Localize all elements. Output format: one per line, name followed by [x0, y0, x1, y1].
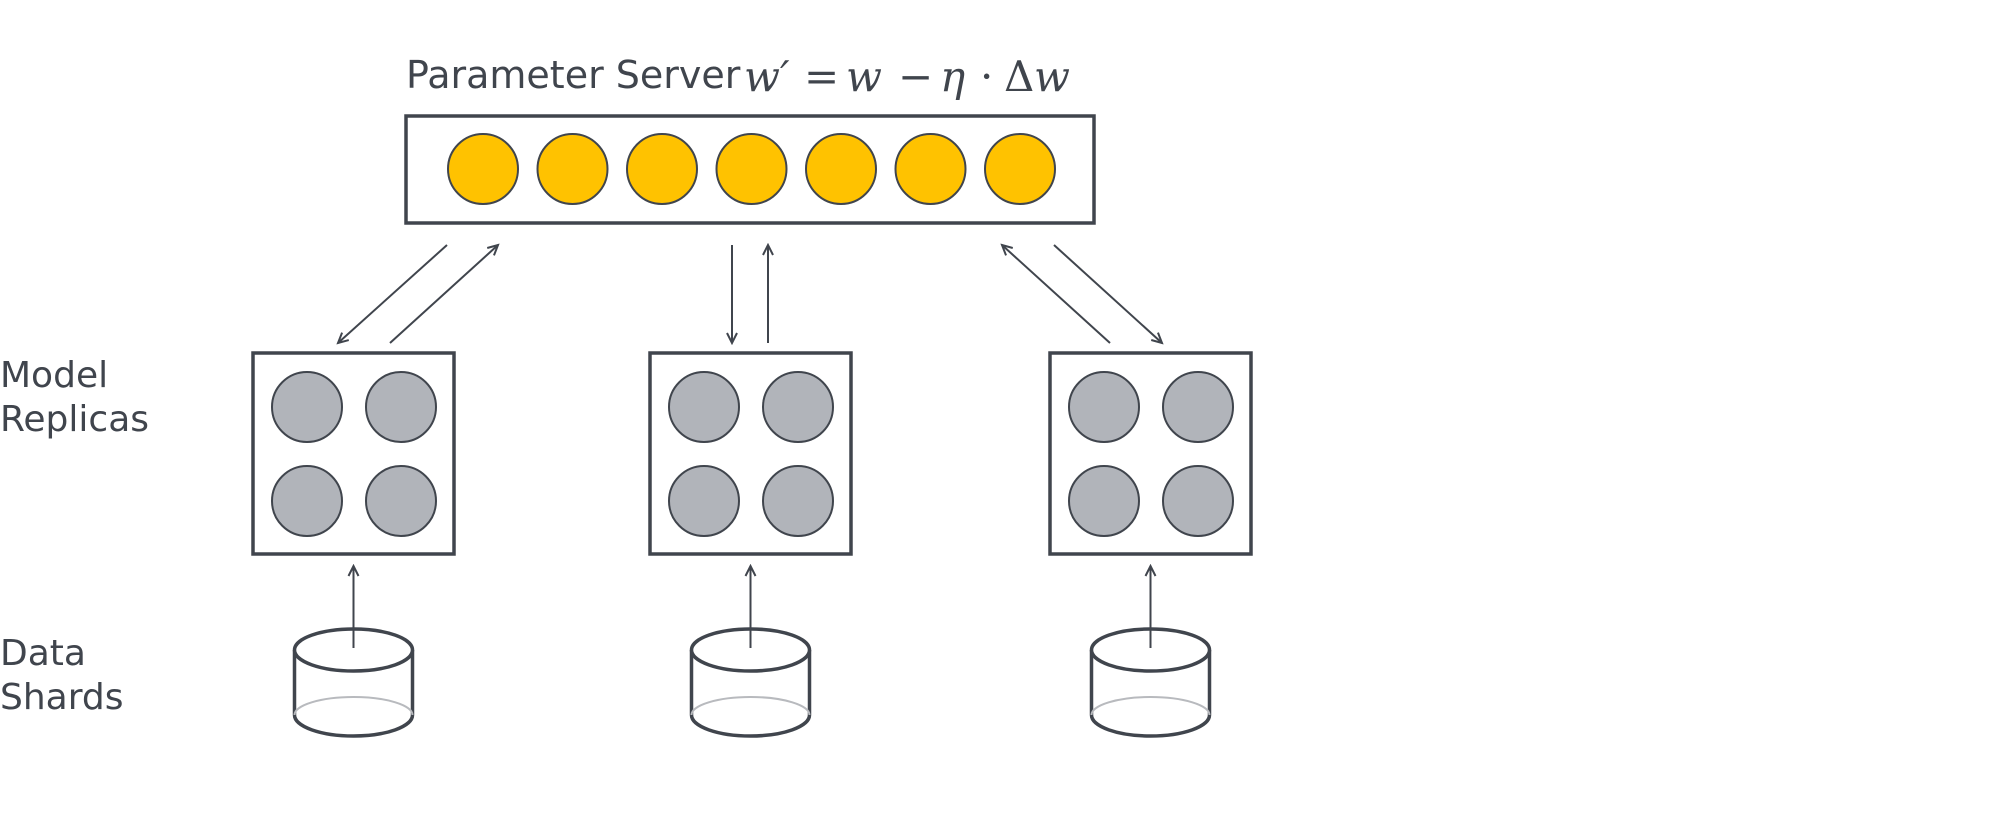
server-label: Parameter Server	[406, 53, 741, 97]
replica-node	[1162, 371, 1234, 443]
formula-lhs: w′	[744, 52, 790, 101]
shard-body	[292, 650, 415, 738]
replica-node	[762, 465, 834, 537]
replica-node	[365, 465, 437, 537]
shard-body	[1089, 650, 1212, 738]
arrow-down-to-replica-3	[1053, 244, 1162, 343]
formula-eta: η	[940, 52, 965, 101]
model-replicas-label-line2: Replicas	[0, 399, 149, 440]
shard-inner-rim	[293, 696, 414, 716]
shard-body	[689, 650, 812, 738]
update-formula: w′ = w − η · Δ w	[744, 52, 1070, 101]
parameter-nodes	[447, 133, 1056, 205]
replica-node	[668, 371, 740, 443]
model-replicas-label-line1: Model	[0, 355, 108, 396]
model-replica	[1048, 351, 1253, 556]
replica-node	[668, 465, 740, 537]
sync-arrows	[338, 245, 1162, 343]
data-shard	[689, 566, 812, 738]
data-shard	[1089, 566, 1212, 738]
parameter-node	[536, 133, 609, 205]
arrow-up-from-replica-3	[1002, 245, 1111, 344]
model-replicas	[251, 351, 1253, 556]
model-replica	[251, 351, 456, 556]
replica-node	[271, 465, 343, 537]
arrow-up-from-replica-1	[389, 245, 498, 344]
model-replica	[648, 351, 853, 556]
arrow-down-to-replica-1	[338, 244, 448, 343]
data-shards-label-line1: Data	[0, 633, 86, 674]
formula-dot: ·	[980, 52, 993, 101]
data-shards-label-line2: Shards	[0, 677, 124, 718]
formula-equals: =	[804, 52, 839, 101]
data-shards	[292, 566, 1212, 738]
shard-inner-rim	[690, 696, 811, 716]
formula-w: w	[846, 52, 882, 101]
server-header: Parameter Server w′ = w − η · Δ w	[406, 52, 1070, 101]
shard-inner-rim	[1090, 696, 1211, 716]
parameter-node	[715, 133, 788, 205]
parameter-node	[447, 133, 519, 205]
formula-w-gradient: w	[1034, 52, 1070, 101]
replica-node	[762, 371, 834, 443]
parameter-server	[404, 114, 1096, 225]
formula-delta: Δ	[1004, 52, 1034, 101]
data-shard	[292, 566, 415, 738]
parameter-node	[984, 133, 1056, 205]
replica-node	[1068, 371, 1140, 443]
parameter-node	[805, 133, 877, 205]
replica-node	[365, 371, 437, 443]
replica-node	[1068, 465, 1140, 537]
replica-node	[1162, 465, 1234, 537]
parameter-node	[626, 133, 698, 205]
parameter-node	[894, 133, 967, 205]
formula-minus: −	[898, 52, 933, 101]
row-labels: Model Replicas Data Shards	[0, 355, 149, 718]
replica-node	[271, 371, 343, 443]
